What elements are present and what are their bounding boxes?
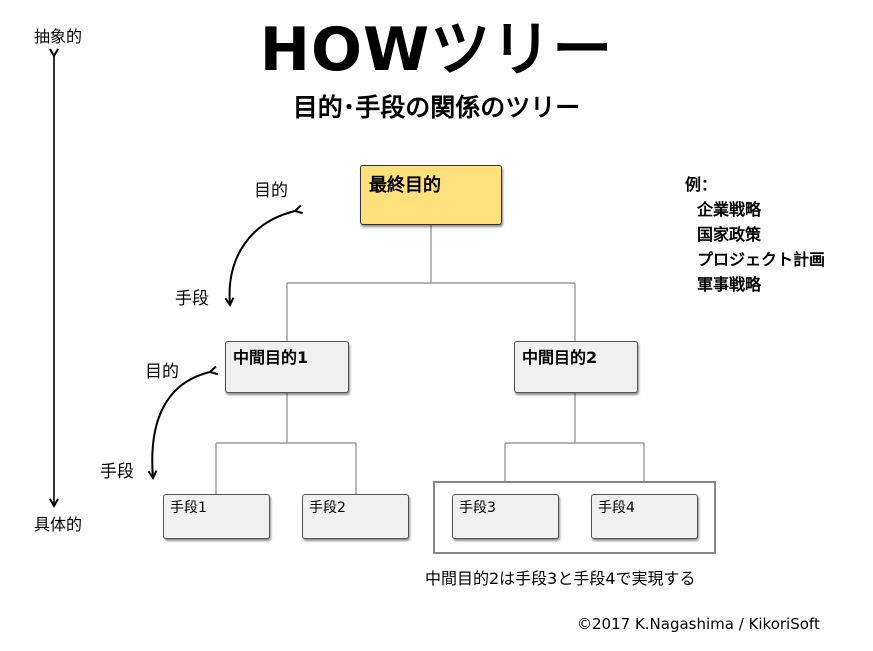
leaf-node-1: 手段1 [163, 494, 270, 539]
leaf-node-1-label: 手段1 [170, 500, 207, 516]
middle-node-2-label: 中間目的2 [522, 348, 598, 367]
example-item: 国家政策 [697, 225, 762, 244]
example-item: 企業戦略 [697, 200, 762, 219]
root-node-label: 最終目的 [369, 175, 441, 196]
group-note: 中間目的2は手段3と手段4で実現する [425, 569, 696, 588]
example-item: プロジェクト計画 [697, 250, 826, 269]
example-item: 軍事戦略 [697, 275, 762, 294]
leaf-node-2-label: 手段2 [309, 500, 346, 516]
leaf-node-3: 手段3 [452, 494, 559, 539]
page-title: HOWツリー [259, 15, 614, 85]
leaf-node-4-label: 手段4 [598, 500, 635, 516]
middle-node-1-label: 中間目的1 [233, 348, 309, 367]
relation-arrow-lower [152, 372, 210, 478]
axis-bottom-label: 具体的 [34, 515, 83, 534]
leaf-node-3-label: 手段3 [459, 500, 496, 516]
relation-means-label-upper: 手段 [175, 289, 209, 309]
examples-list: 例： 企業戦略 国家政策 プロジェクト計画 軍事戦略 [685, 172, 825, 297]
tree-connectors [215, 225, 645, 494]
examples-heading: 例： [685, 175, 718, 194]
means-group-frame [433, 481, 716, 554]
middle-node-2: 中間目的2 [514, 341, 638, 393]
relation-arrow-upper [230, 211, 295, 305]
middle-node-1: 中間目的1 [225, 341, 349, 393]
relation-purpose-label-lower: 目的 [145, 362, 179, 382]
leaf-node-2: 手段2 [302, 494, 409, 539]
leaf-node-4: 手段4 [591, 494, 698, 539]
relation-means-label-lower: 手段 [100, 462, 134, 482]
relation-purpose-label-upper: 目的 [254, 181, 288, 201]
page-subtitle: 目的･手段の関係のツリー [292, 93, 581, 122]
root-node: 最終目的 [360, 165, 502, 225]
axis-top-label: 抽象的 [34, 27, 83, 46]
copyright-notice: ©2017 K.Nagashima / KikoriSoft [577, 615, 820, 633]
